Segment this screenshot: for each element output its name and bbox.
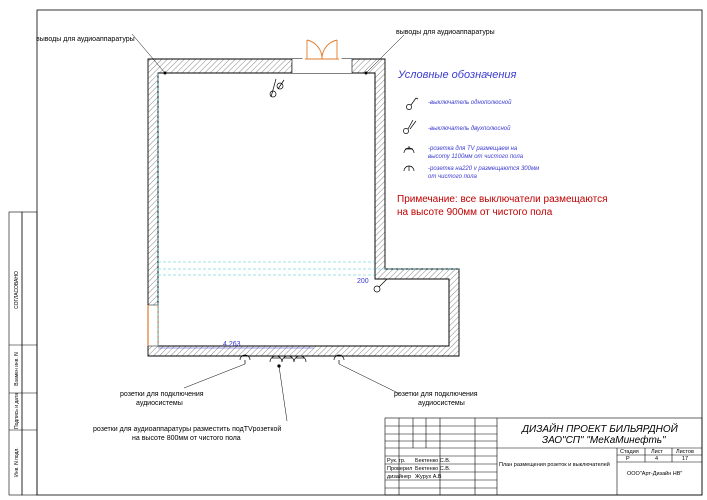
legend-item-3-line-1: -розетка для TV размещаем на bbox=[428, 146, 518, 152]
audio-socket-right bbox=[333, 354, 345, 364]
label-sockets-audio-left-2: аудиосистемы bbox=[136, 400, 183, 407]
label-sockets-audio-left-1: розетки для подключения bbox=[120, 391, 204, 398]
dimension-width-label: 4 263 bbox=[223, 341, 241, 348]
role-1: Рук. гр. bbox=[387, 458, 406, 464]
legend-item-4-line-1: -розетка на220 v размещаются 300мм bbox=[428, 166, 539, 172]
dimension-width: 4 263 bbox=[158, 341, 314, 349]
stage-value: Р bbox=[626, 456, 630, 462]
sheet-title: План размещения розеток и выключателей bbox=[499, 461, 610, 468]
stamp-agreed: СОГЛАСОВАНО bbox=[14, 271, 20, 309]
side-stamp: СОГЛАСОВАНО Взамен инв. N Подпись и дата… bbox=[8, 211, 38, 496]
role-3: дизайнер bbox=[387, 473, 411, 480]
tv-socket-group bbox=[269, 355, 307, 368]
legend-item-1-line-1: -выключатель однополюсной bbox=[428, 99, 512, 106]
double-door bbox=[305, 39, 339, 60]
sheets-value: 17 bbox=[682, 456, 688, 462]
role-2: Проверил bbox=[387, 466, 412, 472]
note-line-1: Примечание: все выключатели размещаются bbox=[397, 194, 608, 205]
project-title-line-1: ДИЗАЙН ПРОЕКТ БИЛЬЯРДНОЙ bbox=[521, 422, 679, 435]
socket-220-icon bbox=[403, 165, 415, 172]
single-switch-icon bbox=[406, 97, 419, 110]
label-sockets-tv-2: на высоте 800мм от чистого пола bbox=[132, 435, 241, 442]
walls bbox=[147, 58, 460, 357]
corner-switch-icon bbox=[373, 278, 388, 293]
stamp-sign-date: Подпись и дата bbox=[14, 393, 20, 429]
label-sockets-audio-right-2: аудиосистемы bbox=[418, 400, 465, 407]
dimension-height-label: 200 bbox=[357, 278, 369, 285]
company-name: ООО"Арт-Дизайн НВ" bbox=[627, 470, 682, 477]
title-block bbox=[384, 417, 703, 496]
reference-lines bbox=[157, 73, 459, 346]
label-sockets-audio-right-1: розетки для подключения bbox=[394, 391, 478, 398]
project-title-line-2: ЗАО"СП" "МеКаМинефть" bbox=[542, 434, 666, 446]
label-outlet-top-right: выводы для аудиоаппаратуры bbox=[396, 29, 495, 36]
sheet-value: 4 bbox=[655, 456, 658, 462]
note-line-2: на высоте 900мм от чистого пола bbox=[397, 207, 553, 218]
name-3: Журух А.В bbox=[415, 474, 442, 480]
stage-header: Стадия bbox=[620, 449, 639, 455]
legend-title: Условные обозначения bbox=[397, 69, 517, 81]
legend-item-2-line-1: -выключатель двухполюсной bbox=[428, 125, 511, 132]
label-sockets-tv-1: розетки для аудиоаппаратуры разместить п… bbox=[93, 425, 281, 433]
stamp-inv-orig: Инв. N подл. bbox=[14, 447, 20, 476]
label-outlet-top-left: выводы для аудиоаппаратуры bbox=[36, 36, 135, 43]
name-1: Бектенко С.В. bbox=[415, 458, 451, 464]
double-switch-icon bbox=[269, 78, 285, 98]
leader-lines bbox=[131, 33, 405, 422]
name-2: Бектенко С.В. bbox=[415, 466, 451, 472]
tv-socket-icon bbox=[403, 146, 415, 154]
audio-socket-left bbox=[239, 354, 251, 364]
legend: Условные обозначения -выключатель однопо… bbox=[397, 69, 539, 180]
sheets-header: Листов bbox=[676, 449, 694, 455]
legend-item-4-line-2: от чистого пола bbox=[428, 174, 477, 180]
sheet-header: Лист bbox=[651, 449, 663, 455]
legend-item-3-line-2: высоту 1100мм от чистого пола bbox=[428, 154, 524, 160]
sheet-frame bbox=[36, 9, 703, 496]
stamp-inv-replace: Взамен инв. N bbox=[14, 352, 20, 386]
double-switch-legend-icon bbox=[403, 119, 417, 134]
